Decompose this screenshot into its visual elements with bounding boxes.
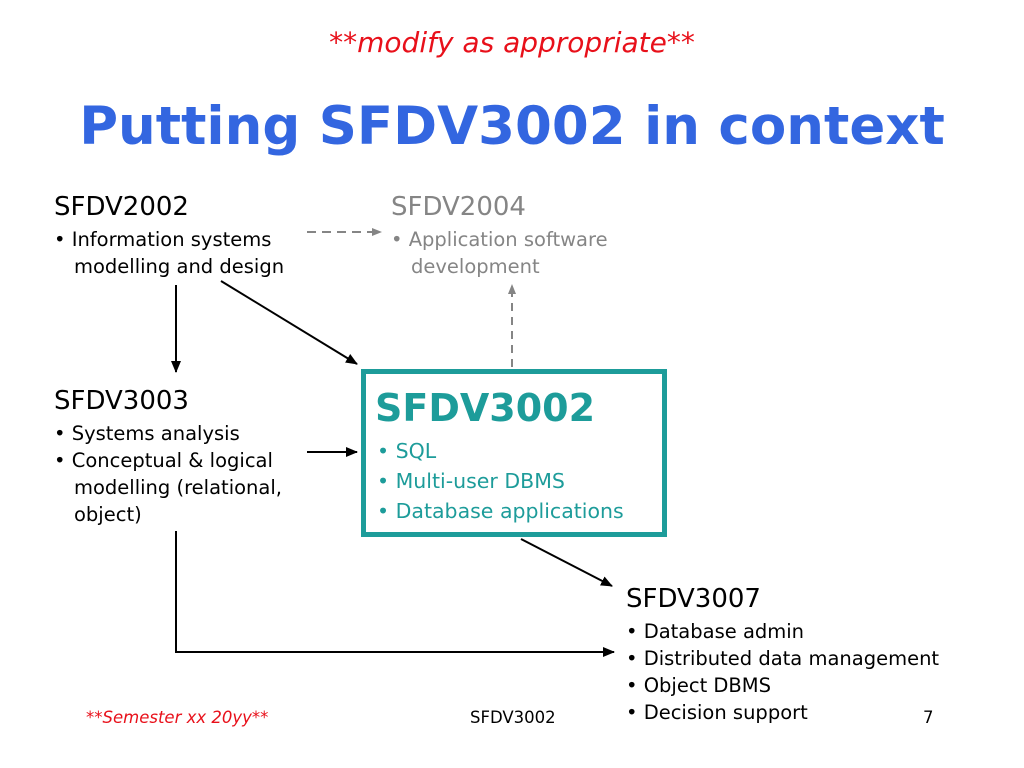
slide-title: Putting SFDV3002 in context [79,96,945,157]
bullet-item: • Application software [391,228,608,251]
bullet-item: • Conceptual & logical [54,449,273,472]
footer-semester: **Semester xx 20yy** [86,708,269,727]
bullet-item: • Information systems [54,228,272,251]
course-code: SFDV2004 [391,192,526,222]
bullet-continuation: modelling and design [74,255,285,278]
bullet-continuation: development [411,255,540,278]
modify-note: **modify as appropriate** [329,26,695,59]
bullet-item: • Distributed data management [626,647,940,670]
course-sfdv3003: SFDV3003 • Systems analysis • Conceptual… [54,386,282,528]
focus-course-code: SFDV3002 [375,386,596,430]
course-code: SFDV3003 [54,386,189,416]
bullet-item: • SQL [377,439,437,463]
course-sfdv2002: SFDV2002 • Information systems modelling… [54,192,284,280]
course-sfdv2004: SFDV2004 • Application software developm… [391,192,608,280]
bullet-continuation: modelling (relational, [74,476,282,499]
bullet-item: • Object DBMS [626,674,772,697]
arrow-2002-to-3002 [220,280,358,365]
bullet-item: • Database applications [377,499,624,523]
footer-course: SFDV3002 [470,708,556,727]
course-sfdv3007: SFDV3007 • Database admin • Distributed … [626,584,939,726]
bullet-item: • Systems analysis [54,422,240,445]
focus-course-box: SFDV3002 • SQL • Multi-user DBMS • Datab… [361,369,667,537]
course-code: SFDV3007 [626,584,761,614]
arrow-3002-to-3007 [520,538,613,587]
bullet-item: • Multi-user DBMS [377,469,565,493]
course-code: SFDV2002 [54,192,189,222]
bullet-item: • Database admin [626,620,805,643]
bullet-continuation: object) [74,503,142,526]
bullet-item: • Decision support [626,701,808,724]
arrow-3003-to-3007 [175,531,615,657]
page-number: 7 [923,708,934,727]
